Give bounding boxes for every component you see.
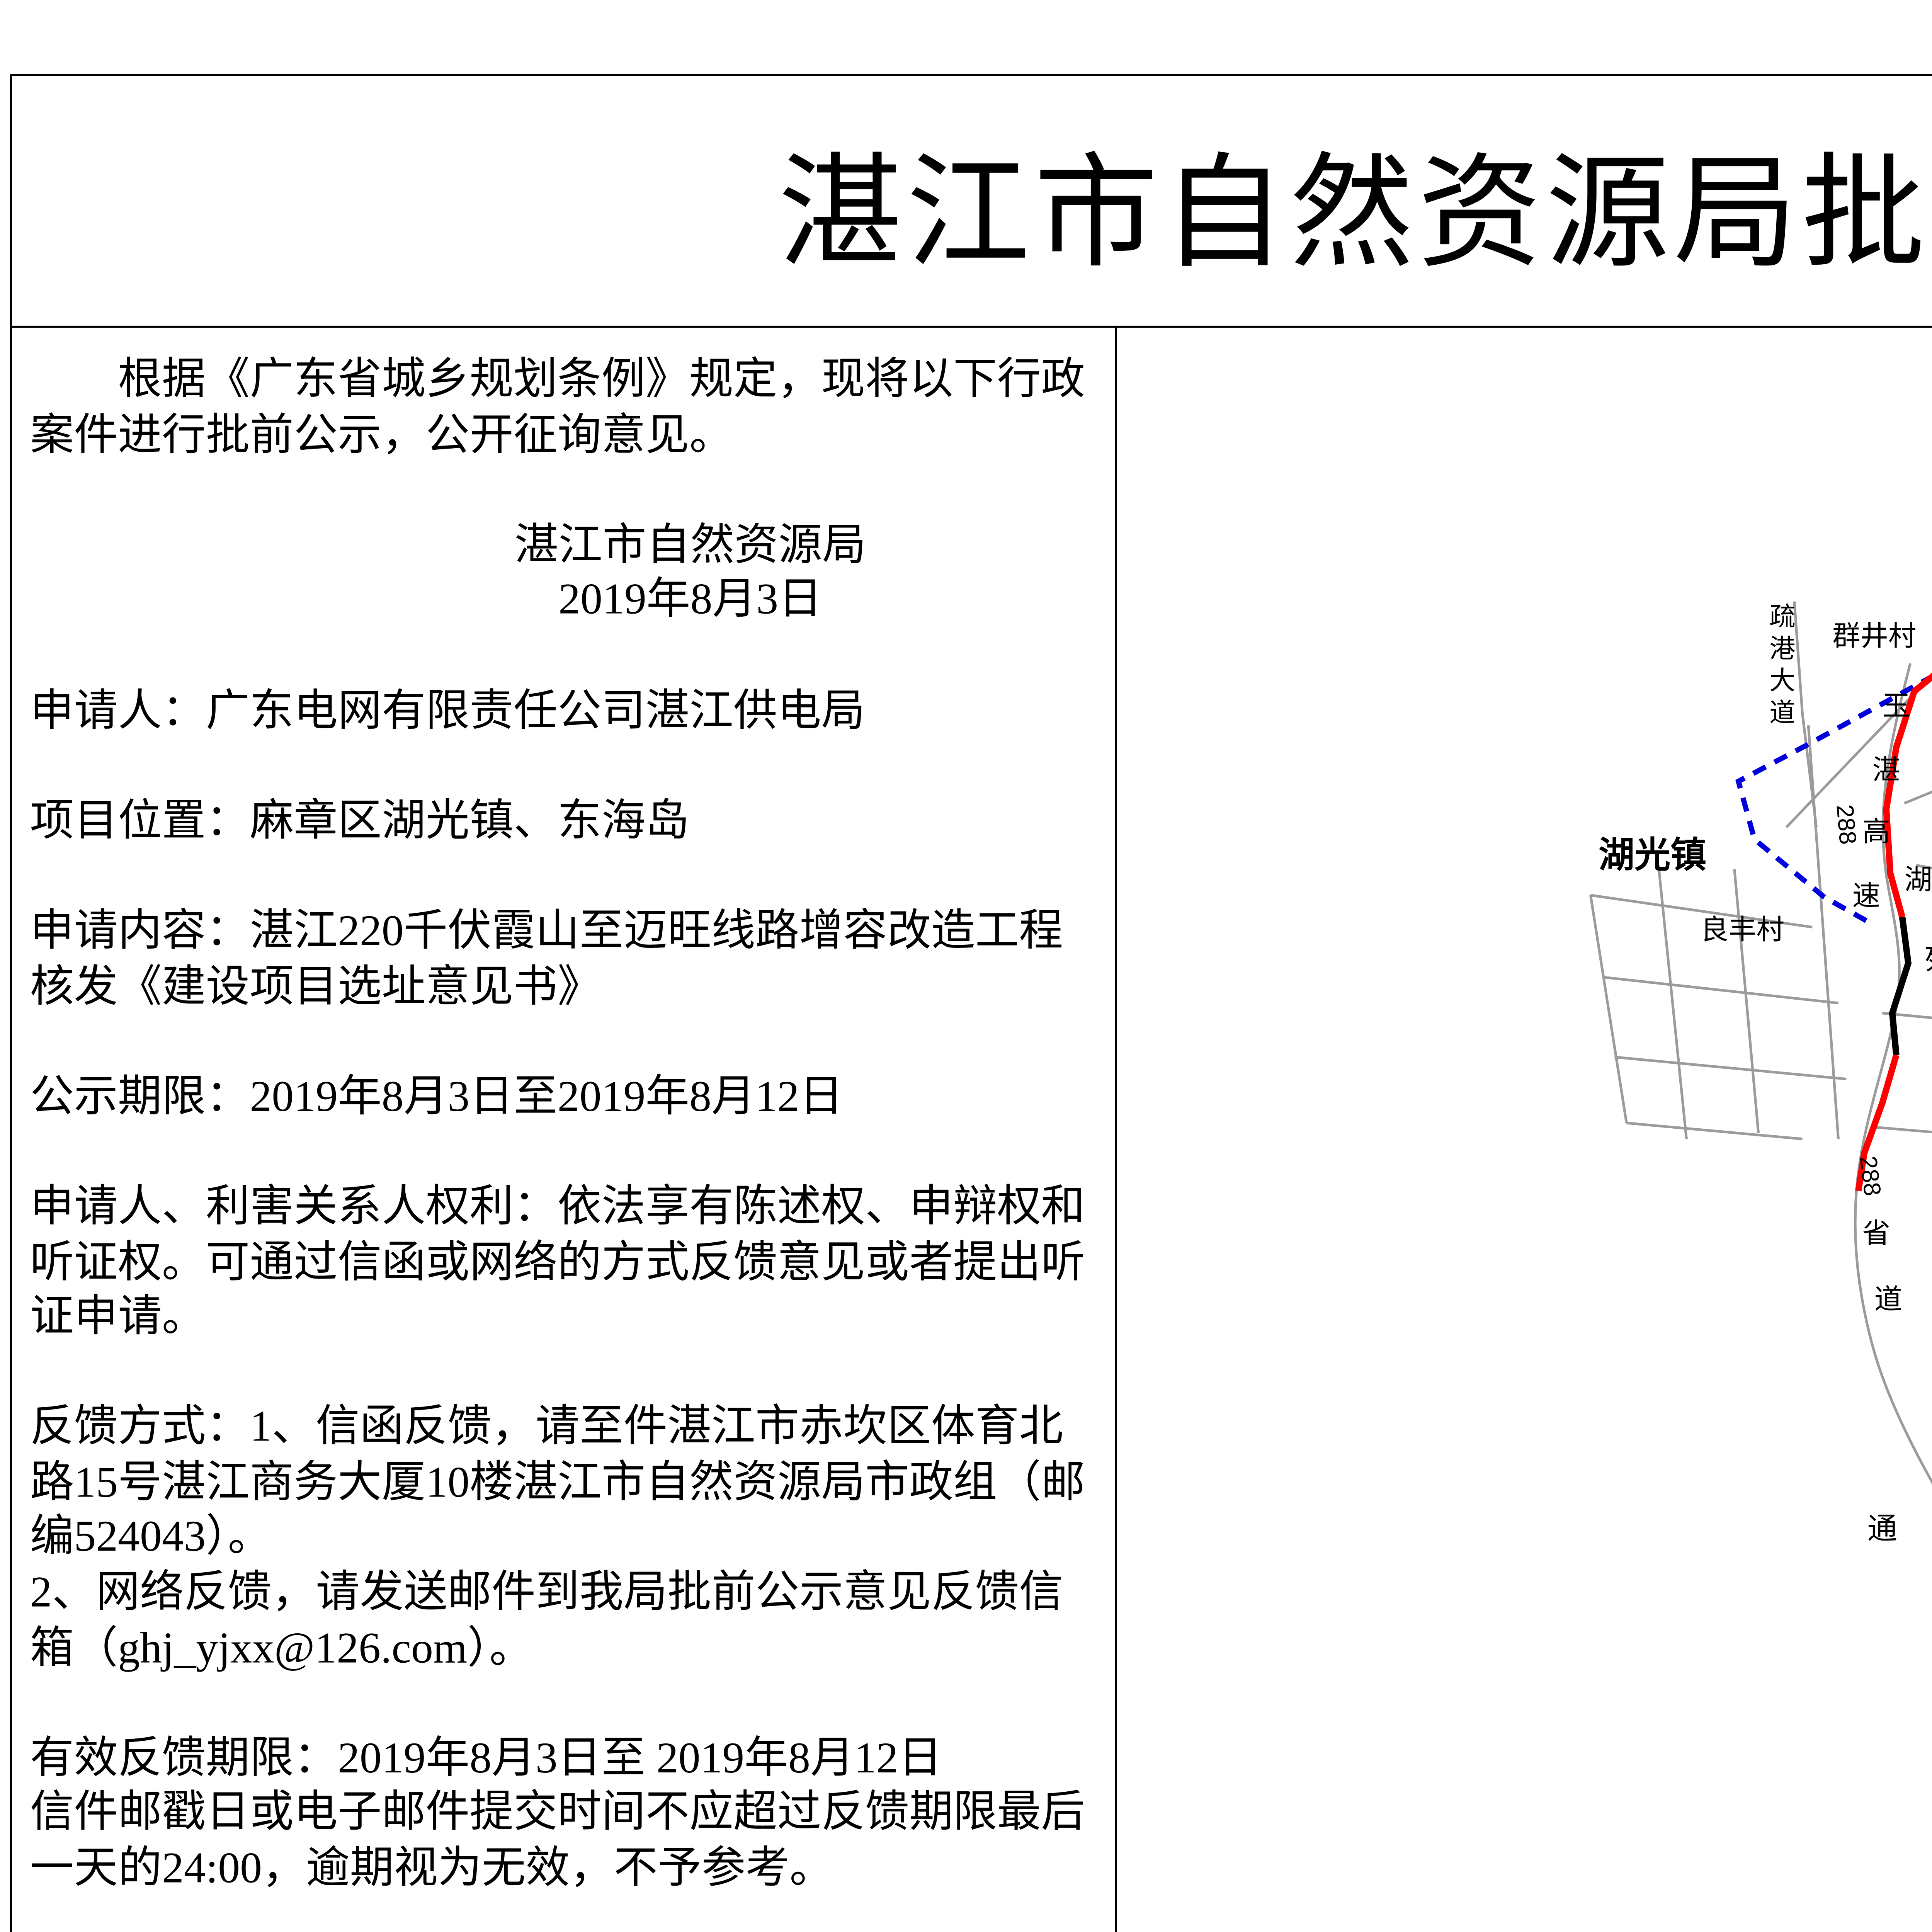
signature-block: 湛江市自然资源局 2019年8月3日 [30, 517, 1091, 627]
map-label: 湖光镇 [1599, 835, 1706, 875]
map-label: 高 [1862, 816, 1890, 847]
map-label: 大 [1769, 666, 1795, 695]
road [1614, 1056, 1847, 1080]
notice-paragraph-period: 公示期限：2019年8月3日至2019年8月12日 [30, 1070, 844, 1121]
map-label: 疏 [1769, 602, 1795, 631]
road [1589, 895, 1628, 1123]
road [1602, 976, 1838, 1005]
notice-sheet: 湛江市自然资源局批前公示 根据《广东省城乡规划条例》规定，现将以下行政案件进行批… [10, 74, 1932, 1932]
map-label: 288 [1831, 803, 1861, 845]
notice-paragraph-location: 项目位置：麻章区湖光镇、东海岛 [30, 794, 690, 845]
notice-paragraph-applicant: 申请人：广东电网有限责任公司湛江供电局 [30, 684, 866, 735]
map-label: 通 [1867, 1512, 1898, 1545]
panel-divider [1115, 328, 1117, 1932]
road [1733, 869, 1760, 1133]
signature-date: 2019年8月3日 [558, 574, 822, 624]
road [1657, 865, 1688, 1139]
route-other-project-segment [1889, 917, 1912, 1056]
map-label: 群井村 [1832, 620, 1916, 651]
notice-paragraph-rights: 申请人、利害关系人权利：依法享有陈述权、申辩权和听证权。可通过信函或网络的方式反… [30, 1180, 1085, 1341]
map-label: 湖 [1904, 864, 1932, 895]
notice-intro: 根据《广东省城乡规划条例》规定，现将以下行政案件进行批前公示，公开征询意见。 [30, 354, 1085, 459]
road [1882, 1012, 1932, 1019]
signature-org: 湛江市自然资源局 [514, 519, 866, 569]
notice-paragraph-content: 申请内容：湛江220千伏霞山至迈旺线路增容改造工程核发《建设项目选址意见书》 [30, 905, 1063, 1010]
road [1872, 1126, 1932, 1134]
map-label: 道 [1769, 698, 1795, 727]
road [1807, 725, 1840, 1139]
map-label: 湛 [1872, 754, 1900, 786]
map-label: 速 [1852, 880, 1880, 912]
map-label: 玉 [1882, 690, 1910, 721]
location-map: N 图例： 拟改造220千伏霞迈线 拟改造110千伏霞良线 现状220千伏霞迈线… [1589, 601, 1932, 1545]
notice-paragraph-feedback-email: 2、网络反馈，请发送邮件到我局批前公示意见反馈信箱（ghj_yjxx@126.c… [30, 1566, 1063, 1672]
map-label: 道 [1874, 1284, 1902, 1315]
road-highway [1854, 663, 1932, 1485]
map-label: 省 [1862, 1218, 1890, 1249]
route-proposed-220kv-upper [1883, 672, 1932, 918]
notice-text-panel: 根据《广东省城乡规划条例》规定，现将以下行政案件进行批前公示，公开征询意见。 湛… [12, 328, 1115, 1932]
notice-paragraph-deadline: 有效反馈期限：2019年8月3日至 2019年8月12日 [30, 1732, 942, 1782]
notice-paragraph-feedback-mail: 反馈方式：1、信函反馈，请至件湛江市赤坎区体育北路15号湛江商务大厦10楼湛江市… [30, 1401, 1085, 1562]
road [1793, 601, 1818, 828]
notice-paragraph-deadline-detail: 信件邮戳日或电子邮件提交时间不应超过反馈期限最后一天的24:00，逾期视为无效，… [30, 1787, 1085, 1893]
map-label: 288 [1854, 1155, 1886, 1197]
map-label: 港 [1769, 634, 1795, 663]
road [1626, 1121, 1803, 1140]
title-banner: 湛江市自然资源局批前公示 [12, 76, 1932, 328]
map-labels: 至霞山祝美村霞山站司马村群井村疏港大道玉湛高速新湖大道湖光路湖光镇良丰村288列… [1599, 602, 1932, 1545]
route-existing-220kv [1735, 673, 1932, 928]
map-label: 良丰村 [1701, 914, 1784, 946]
map-label: 列入其他项目进行改造 [1924, 944, 1932, 975]
road [1590, 894, 1813, 929]
page-title: 湛江市自然资源局批前公示 [778, 147, 1932, 283]
route-proposed-220kv-lower [1855, 1054, 1900, 1192]
